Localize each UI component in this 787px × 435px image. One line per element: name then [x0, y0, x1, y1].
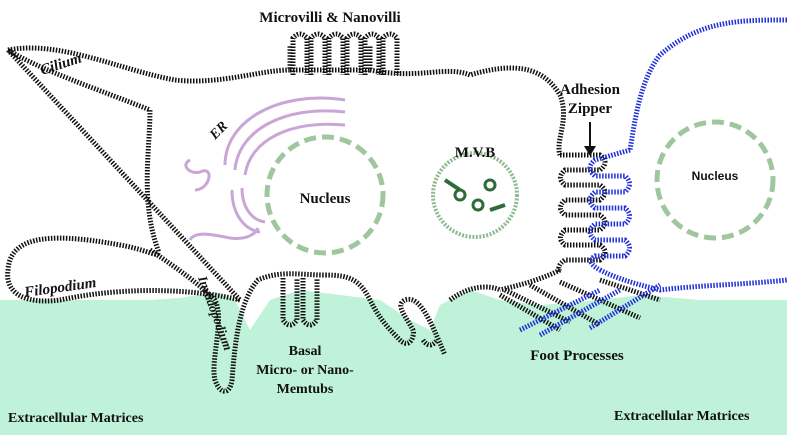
foot-processes: [498, 277, 662, 338]
er-structure: [184, 96, 346, 241]
label-foot-processes: Foot Processes: [530, 348, 624, 364]
label-adhesion-1: Adhesion: [560, 82, 621, 98]
cell-membrane: [5, 45, 566, 305]
label-adhesion-2: Zipper: [568, 101, 613, 117]
label-filopodium: Filopodium: [22, 275, 97, 301]
nucleus-right-envelope: [654, 119, 776, 241]
mvb-structure: [431, 151, 519, 239]
cell-bottom-edge: [148, 247, 502, 394]
adhesion-pointer-arrowhead: [584, 146, 596, 156]
nucleus-left-envelope: [264, 134, 386, 256]
basal-memtubes: [280, 278, 440, 348]
label-ecm-right: Extracellular Matrices: [614, 409, 750, 424]
label-basal-1: Basal: [289, 344, 322, 359]
label-nucleus-left: Nucleus: [300, 191, 351, 207]
label-mvb: M.V.B: [455, 145, 496, 161]
label-basal-3: Memtubs: [277, 382, 334, 397]
label-ecm-left: Extracellular Matrices: [8, 411, 144, 426]
label-microvilli: Microvilli & Nanovilli: [259, 10, 400, 26]
label-nucleus-right: Nucleus: [692, 169, 739, 183]
neighbor-cell-membrane: [587, 17, 787, 293]
microvilli-group: [290, 31, 400, 75]
label-er: ER: [207, 119, 232, 144]
label-basal-2: Micro- or Nano-: [256, 363, 354, 378]
